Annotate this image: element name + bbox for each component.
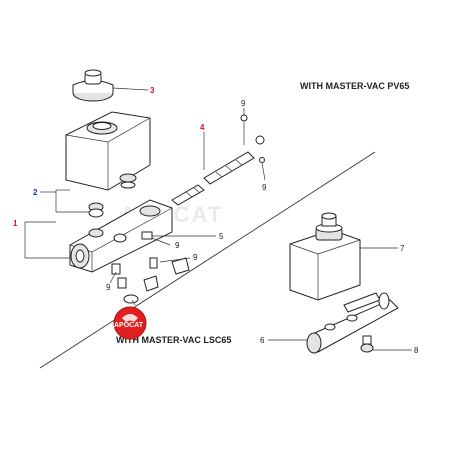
callout-8: 8 [414, 346, 419, 355]
divider-line [39, 151, 376, 369]
reservoir-lsc65 [289, 212, 361, 301]
callout-9-a: 9 [241, 99, 246, 108]
callout-6: 6 [260, 336, 265, 345]
leader-9-e [109, 271, 117, 284]
caption-lsc65: WITH MASTER-VAC LSC65 [116, 335, 231, 345]
leader-9-d [159, 257, 191, 263]
reservoir-tank [65, 111, 151, 191]
apocat-logo: APOCAT [113, 306, 147, 340]
callout-9-c: 9 [175, 241, 180, 250]
master-cylinder-lsc65 [306, 292, 399, 354]
callout-4: 4 [200, 123, 205, 132]
grommet [88, 202, 104, 218]
callout-9-e: 9 [106, 283, 111, 292]
callout-bracket [24, 189, 90, 259]
leader-9-right [261, 162, 266, 181]
callout-1: 1 [13, 219, 18, 228]
callout-3: 3 [150, 86, 155, 95]
bolts [111, 231, 190, 304]
leader-3 [112, 87, 149, 91]
callout-9-b: 9 [262, 183, 267, 192]
logo-text: APOCAT [114, 322, 144, 329]
caption-pv65: WITH MASTER-VAC PV65 [300, 81, 409, 91]
callout-2: 2 [33, 188, 38, 197]
leader-9-c [151, 237, 171, 246]
master-cylinder-body [69, 199, 173, 273]
callout-7: 7 [400, 244, 405, 253]
callout-5: 5 [219, 232, 224, 241]
callout-9-d: 9 [193, 253, 198, 262]
piston-assembly [171, 114, 265, 206]
leader-9-f [131, 299, 136, 306]
reservoir-cap [72, 69, 114, 102]
